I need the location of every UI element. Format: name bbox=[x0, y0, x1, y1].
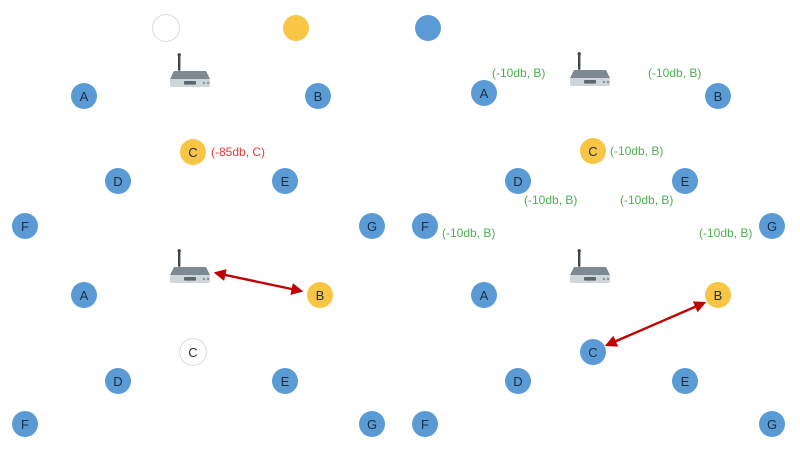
node-label: A bbox=[79, 88, 89, 104]
node-c-bottom-right: C bbox=[580, 339, 606, 365]
node-d-top-left: D bbox=[105, 168, 131, 194]
node-e-bottom-right: E bbox=[672, 368, 698, 394]
node-label: D bbox=[113, 173, 123, 189]
node-label: F bbox=[421, 416, 429, 432]
wifi-router-graphic bbox=[570, 52, 610, 86]
node-label: C bbox=[588, 344, 598, 360]
node-e-top-left: E bbox=[272, 168, 298, 194]
signal-annotation: (-10db, B) bbox=[492, 66, 546, 80]
node-b-top-right: B bbox=[705, 83, 731, 109]
signal-annotation: (-10db, B) bbox=[699, 226, 753, 240]
node-c-bottom-left: C bbox=[180, 339, 206, 365]
node-d-top-right: D bbox=[505, 168, 531, 194]
wifi-router-icon-bottom-right bbox=[567, 249, 613, 289]
node-label: A bbox=[479, 287, 489, 303]
node-f-top-left: F bbox=[12, 213, 38, 239]
node-c-top-left: C bbox=[180, 139, 206, 165]
node-label: G bbox=[366, 416, 378, 432]
legend-dot-blue bbox=[415, 15, 441, 41]
signal-annotation: (-10db, B) bbox=[442, 226, 496, 240]
node-label: A bbox=[479, 85, 489, 101]
node-g-top-left: G bbox=[359, 213, 385, 239]
node-label: D bbox=[513, 373, 523, 389]
node-g-bottom-right: G bbox=[759, 411, 785, 437]
node-label: E bbox=[680, 373, 690, 389]
node-g-bottom-left: G bbox=[359, 411, 385, 437]
signal-annotation: (-10db, B) bbox=[524, 193, 578, 207]
signal-annotation: (-10db, B) bbox=[610, 144, 664, 158]
node-d-bottom-right: D bbox=[505, 368, 531, 394]
node-label: C bbox=[188, 144, 198, 160]
node-d-bottom-left: D bbox=[105, 368, 131, 394]
node-g-top-right: G bbox=[759, 213, 785, 239]
node-label: C bbox=[588, 143, 598, 159]
node-b-top-left: B bbox=[305, 83, 331, 109]
wifi-router-icon-top-left bbox=[167, 53, 213, 93]
node-a-top-left: A bbox=[71, 83, 97, 109]
node-label: B bbox=[315, 287, 325, 303]
node-label: F bbox=[21, 416, 29, 432]
node-label: F bbox=[21, 218, 29, 234]
node-label: E bbox=[680, 173, 690, 189]
legend-dot-yellow bbox=[283, 15, 309, 41]
signal-annotation: (-10db, B) bbox=[648, 66, 702, 80]
node-a-top-right: A bbox=[471, 80, 497, 106]
node-label: A bbox=[79, 287, 89, 303]
node-label: F bbox=[421, 218, 429, 234]
node-b-bottom-right: B bbox=[705, 282, 731, 308]
node-label: B bbox=[313, 88, 323, 104]
wifi-router-icon-bottom-left bbox=[167, 249, 213, 289]
node-e-bottom-left: E bbox=[272, 368, 298, 394]
wifi-router-icon-top-right bbox=[567, 52, 613, 92]
node-label: G bbox=[766, 218, 778, 234]
node-a-bottom-left: A bbox=[71, 282, 97, 308]
node-c-top-right: C bbox=[580, 138, 606, 164]
node-label: E bbox=[280, 373, 290, 389]
wifi-router-graphic bbox=[170, 249, 210, 283]
node-label: G bbox=[766, 416, 778, 432]
node-label: D bbox=[513, 173, 523, 189]
node-label: B bbox=[713, 287, 723, 303]
node-label: C bbox=[188, 344, 198, 360]
node-a-bottom-right: A bbox=[471, 282, 497, 308]
node-f-top-right: F bbox=[412, 213, 438, 239]
node-b-bottom-left: B bbox=[307, 282, 333, 308]
wifi-router-graphic bbox=[570, 249, 610, 283]
signal-annotation: (-10db, B) bbox=[620, 193, 674, 207]
node-e-top-right: E bbox=[672, 168, 698, 194]
node-label: G bbox=[366, 218, 378, 234]
node-f-bottom-left: F bbox=[12, 411, 38, 437]
node-label: E bbox=[280, 173, 290, 189]
wifi-router-graphic bbox=[170, 53, 210, 87]
legend-dot-white bbox=[153, 15, 179, 41]
node-f-bottom-right: F bbox=[412, 411, 438, 437]
node-label: D bbox=[113, 373, 123, 389]
signal-annotation: (-85db, C) bbox=[211, 145, 266, 159]
node-label: B bbox=[713, 88, 723, 104]
